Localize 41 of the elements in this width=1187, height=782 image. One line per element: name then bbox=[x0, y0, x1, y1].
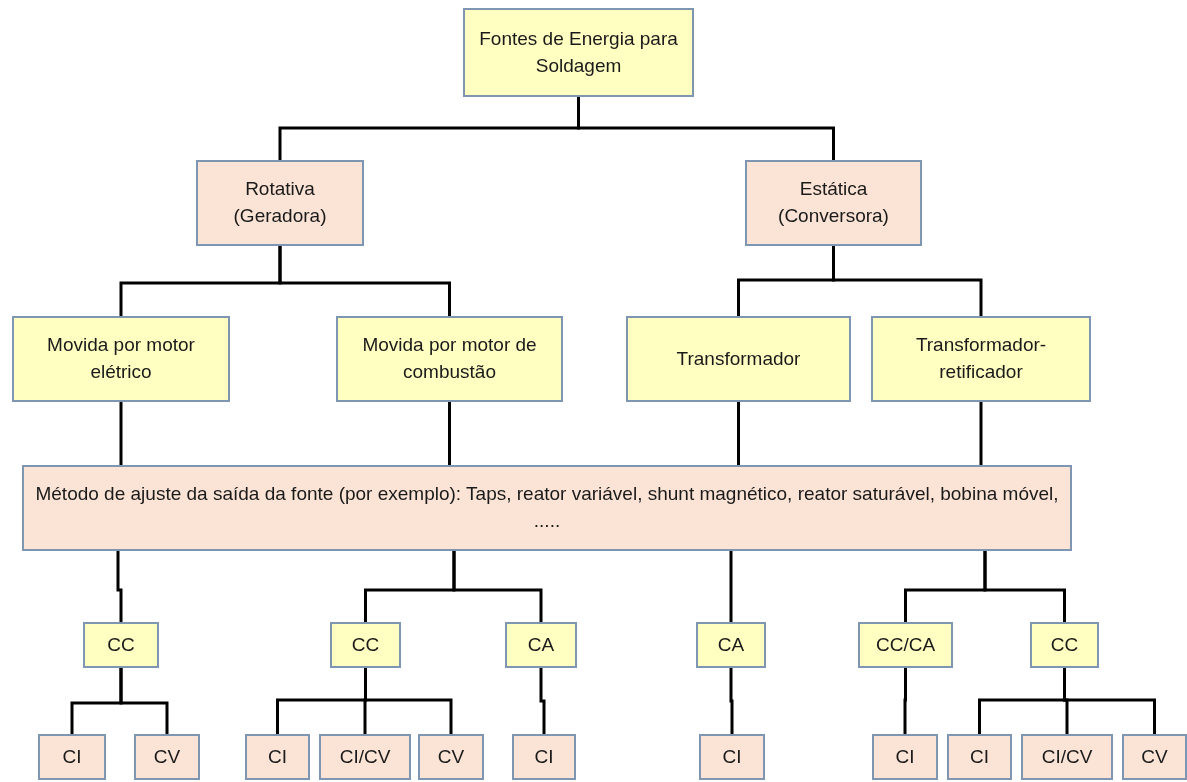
category-box: Transformador bbox=[626, 316, 851, 402]
category-box: CC bbox=[1030, 622, 1099, 668]
category-box: CC/CA bbox=[858, 622, 953, 668]
category-box: CA bbox=[696, 622, 766, 668]
category-box: Rotativa (Geradora) bbox=[196, 160, 364, 246]
category-box: CI bbox=[38, 734, 106, 780]
connector-line bbox=[1063, 668, 1156, 734]
category-box: CI/CV bbox=[1021, 734, 1113, 780]
connector-line bbox=[832, 246, 983, 316]
category-box: CV bbox=[418, 734, 484, 780]
connector-line bbox=[539, 668, 546, 734]
connector-line bbox=[729, 668, 734, 734]
category-box: CI bbox=[245, 734, 310, 780]
connector-line bbox=[278, 246, 451, 316]
connector-line bbox=[116, 551, 123, 622]
connector-line bbox=[119, 668, 169, 734]
category-box: CI bbox=[512, 734, 576, 780]
category-box: CI/CV bbox=[319, 734, 411, 780]
connector-line bbox=[903, 668, 907, 734]
connector-line bbox=[577, 97, 835, 160]
category-box: CA bbox=[505, 622, 577, 668]
category-box: CI bbox=[947, 734, 1012, 780]
category-box: CV bbox=[1122, 734, 1187, 780]
category-box: Transformador-retificador bbox=[871, 316, 1091, 402]
category-box: Estática (Conversora) bbox=[745, 160, 922, 246]
category-box: CC bbox=[330, 622, 401, 668]
connector-line bbox=[737, 402, 740, 465]
category-box: Fontes de Energia para Soldagem bbox=[463, 8, 694, 97]
category-box: Movida por motor elétrico bbox=[12, 316, 230, 402]
connector-line bbox=[729, 551, 733, 622]
note-box: Método de ajuste da saída da fonte (por exemplo): Taps, reator variável, shunt magnético, reator saturável, bobina móvel, ..... bbox=[22, 465, 1072, 551]
category-box: CC bbox=[83, 622, 159, 668]
connector-line bbox=[119, 402, 123, 465]
category-box: Movida por motor de combustão bbox=[336, 316, 563, 402]
connector-line bbox=[448, 402, 451, 465]
connector-line bbox=[983, 551, 1066, 622]
connector-line bbox=[979, 402, 983, 465]
connector-line bbox=[452, 551, 543, 622]
category-box: CI bbox=[872, 734, 938, 780]
category-box: CV bbox=[134, 734, 200, 780]
category-box: CI bbox=[699, 734, 765, 780]
